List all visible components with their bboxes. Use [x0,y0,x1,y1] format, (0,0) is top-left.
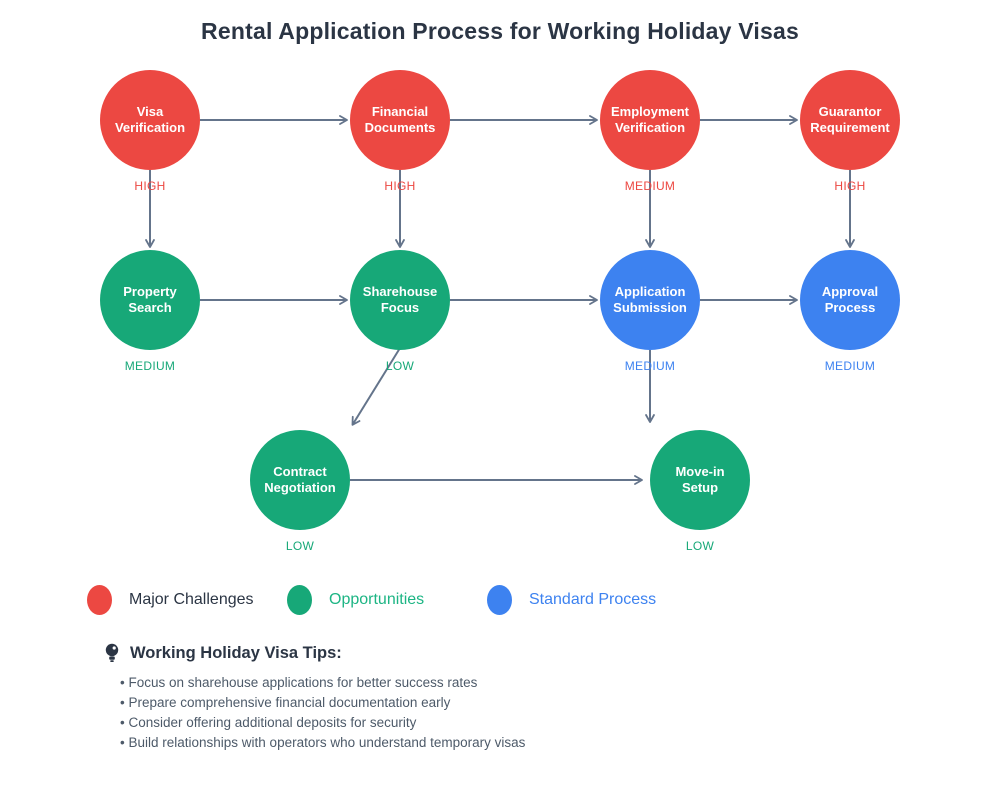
legend: Major Challenges Opportunities Standard … [0,585,1000,615]
node-approval-process: Approval Process [800,250,900,350]
tips-list: Focus on sharehouse applications for bet… [120,673,803,753]
priority-label-property-search: MEDIUM [124,359,176,373]
legend-label: Standard Process [529,591,657,608]
red-dot-icon [87,585,112,615]
tips-header: Working Holiday Visa Tips: [103,642,803,664]
node-move-in-setup: Move-in Setup [650,430,750,530]
lightbulb-icon [103,642,121,664]
legend-item-standard-process: Standard Process [487,585,656,615]
legend-item-major-challenges: Major Challenges [87,585,254,615]
node-label: Approval Process [821,283,879,315]
priority-label-financial-documents: HIGH [384,179,416,193]
node-guarantor-requirement: Guarantor Requirement [800,70,900,170]
tip-item: Build relationships with operators who u… [120,733,803,753]
node-visa-verification: Visa Verification [100,70,200,170]
priority-label-contract-negotiation: LOW [285,539,315,553]
priority-label-application-submission: MEDIUM [624,359,676,373]
node-sharehouse-focus: Sharehouse Focus [350,250,450,350]
node-label: Contract Negotiation [264,463,336,495]
node-label: Visa Verification [114,103,186,135]
flow-arrows [145,115,855,485]
tip-item: Consider offering additional deposits fo… [120,713,803,733]
page-title: Rental Application Process for Working H… [201,18,799,44]
tips-heading: Working Holiday Visa Tips: [130,643,342,662]
priority-label-sharehouse-focus: LOW [385,359,415,373]
node-label: Move-in Setup [675,463,725,495]
tip-item: Focus on sharehouse applications for bet… [120,673,803,693]
green-dot-icon [287,585,312,615]
priority-label-visa-verification: HIGH [134,179,166,193]
node-label: Employment Verification [610,103,689,135]
priority-label-guarantor-requirement: HIGH [834,179,866,193]
priority-label-approval-process: MEDIUM [824,359,876,373]
node-property-search: Property Search [100,250,200,350]
priority-label-move-in-setup: LOW [685,539,715,553]
legend-label: Major Challenges [129,591,254,608]
node-contract-negotiation: Contract Negotiation [250,430,350,530]
legend-item-opportunities: Opportunities [287,585,424,615]
tips-section: Working Holiday Visa Tips: Focus on shar… [103,642,803,753]
node-employment-verification: Employment Verification [600,70,700,170]
node-label: Financial Documents [364,103,436,135]
node-financial-documents: Financial Documents [350,70,450,170]
priority-label-employment-verification: MEDIUM [624,179,676,193]
node-label: Sharehouse Focus [362,283,438,315]
node-label: Property Search [123,283,177,315]
tip-item: Prepare comprehensive financial document… [120,693,803,713]
node-application-submission: Application Submission [600,250,700,350]
blue-dot-icon [487,585,512,615]
node-label: Guarantor Requirement [810,103,890,135]
node-label: Application Submission [613,283,687,315]
legend-label: Opportunities [329,591,425,608]
